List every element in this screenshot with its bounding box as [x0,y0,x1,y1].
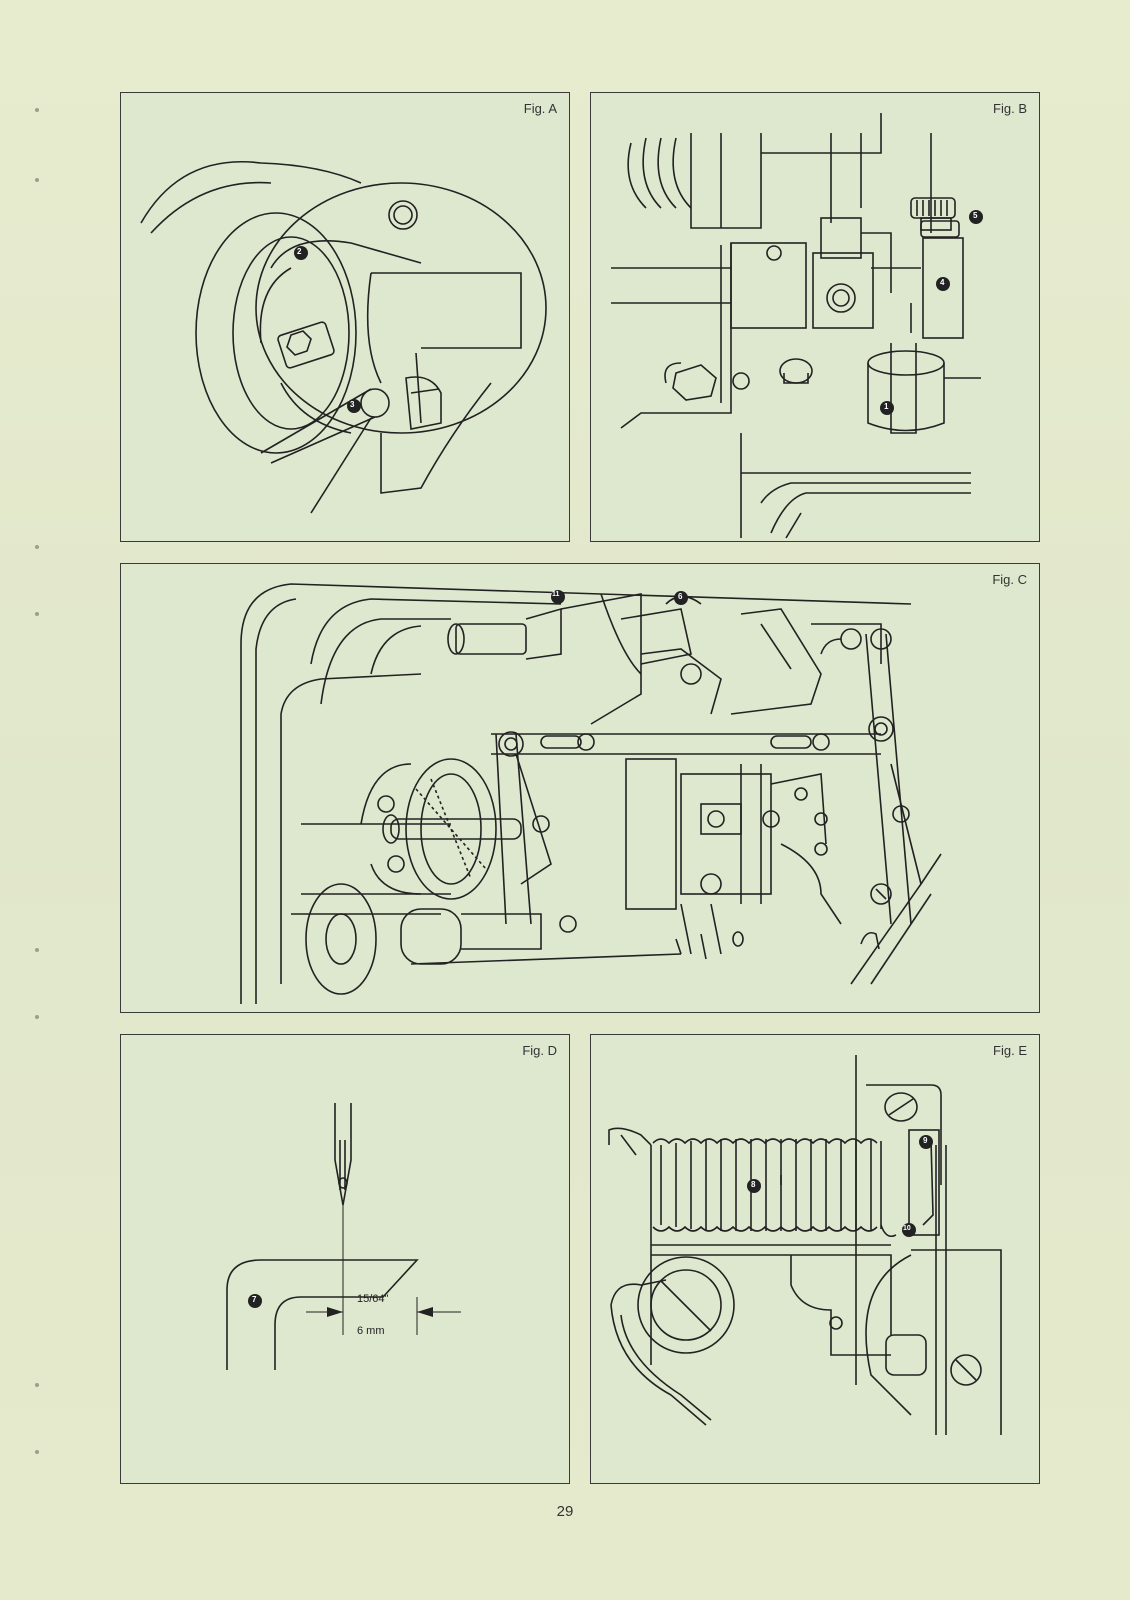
callout-4: 4 [940,278,945,287]
callout-9: 9 [923,1136,928,1145]
figure-a-label: Fig. A [523,101,557,116]
figure-a-drawing [140,161,547,514]
dimension-mm: 6 mm [357,1325,385,1337]
callout-10: 10 [903,1225,911,1232]
figure-e-label: Fig. E [993,1043,1027,1058]
callout-8: 8 [751,1180,756,1189]
callout-5: 5 [973,211,978,220]
figure-c-label: Fig. C [992,572,1027,587]
binder-hole [35,1383,39,1387]
page-number: 29 [556,1503,574,1520]
dimension-inches: 15/64" [357,1293,389,1305]
binder-hole [35,545,39,549]
callout-7: 7 [252,1295,257,1304]
figure-c: Fig. C [120,563,1040,1013]
callout-11: 11 [552,591,560,598]
binder-hole [35,948,39,952]
figure-b-drawing [611,113,981,539]
binder-hole [35,178,39,182]
callout-6: 6 [678,592,683,601]
callout-3: 3 [350,400,355,409]
figure-e: Fig. E [590,1034,1040,1484]
binder-hole [35,108,39,112]
figure-b: Fig. B [590,92,1040,542]
binder-hole [35,1015,39,1019]
binder-hole [35,1450,39,1454]
figure-d: Fig. D 7 15/64" 6 mm [120,1034,570,1484]
figure-d-drawing [226,1103,461,1370]
figure-b-label: Fig. B [993,101,1027,116]
figure-e-drawing [608,1055,1002,1435]
binder-hole [35,612,39,616]
figure-d-label: Fig. D [522,1043,557,1058]
figure-a: Fig. A [120,92,570,542]
callout-1: 1 [884,402,889,411]
figure-c-drawing [240,583,942,1004]
callout-2: 2 [297,247,302,256]
